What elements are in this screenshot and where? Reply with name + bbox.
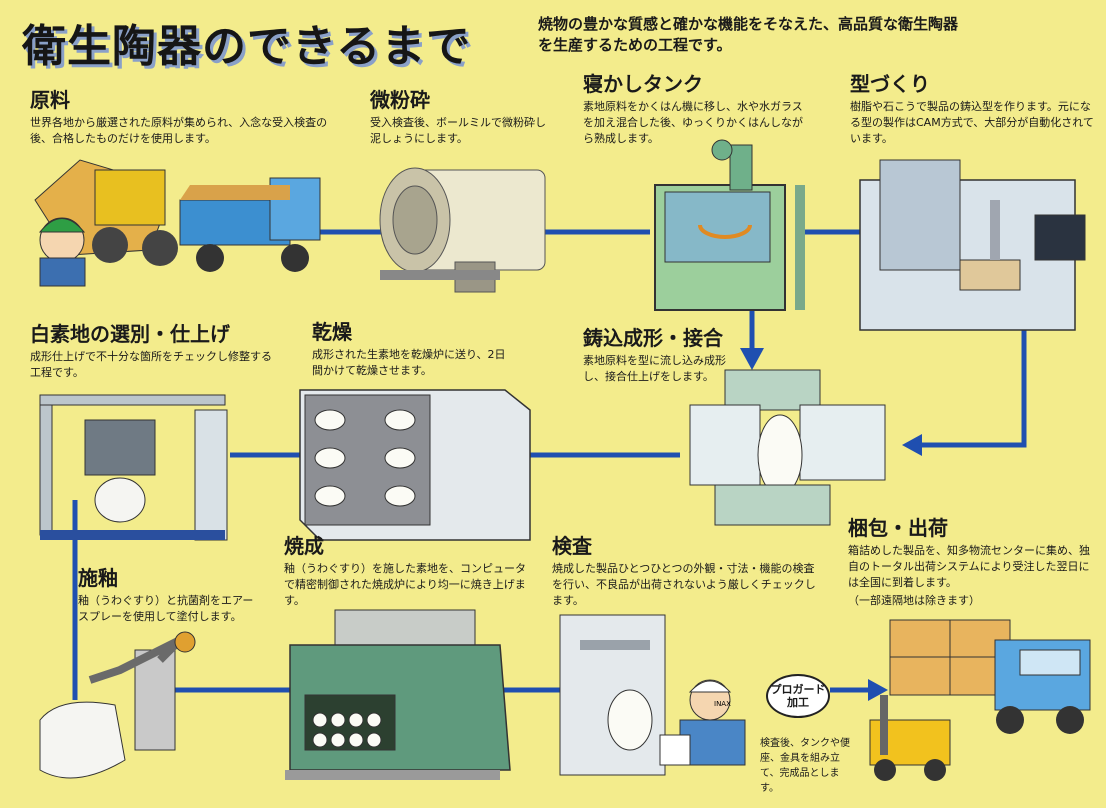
step-mold-making-title: 型づくり [850,72,930,96]
step-raw-material-text: 世界各地から厳選された原料が集められ、入念な受入検査の後、合格したものだけを使用… [30,116,328,145]
mold-making-illustration [859,159,1086,331]
page-title: 衛生陶器のできるまで [22,21,472,72]
step-casting-text: 素地原料を型に流し込み成形し、接合仕上げをします。 [583,354,726,383]
inspection-illustration: INAX [559,614,746,776]
step-casting: 鋳込成形・接合 素地原料を型に流し込み成形し、接合仕上げをします。 [583,326,743,385]
step-drying: 乾燥 成形された生素地を乾燥炉に送り、2日間かけて乾燥させます。 [312,320,507,379]
arrow-down-cast [740,348,764,370]
flow-lines [72,229,1027,700]
step-firing-title: 焼成 [284,534,324,558]
shipping-illustration [869,619,1091,781]
step-firing: 焼成 釉（うわぐすり）を施した素地を、コンピュータで精密制御された焼成炉により均… [284,534,534,609]
step-aging-tank-title: 寝かしタンク [583,72,703,96]
aging-tank-illustration [654,139,805,311]
flow-arrows [740,348,922,701]
casting-illustration [689,369,886,526]
step-select-finish: 白素地の選別・仕上げ 成形仕上げで不十分な箇所をチェックし修整する工程です。 [30,322,280,381]
step-drying-title: 乾燥 [312,320,352,344]
step-aging-tank-text: 素地原料をかくはん機に移し、水や水ガラスを加え混合した後、ゆっくりかくはんしなが… [583,100,803,145]
step-inspection-title: 検査 [552,534,592,558]
step-raw-material: 原料 世界各地から厳選された原料が集められ、入念な受入検査の後、合格したものだけ… [30,88,340,147]
proguard-sticker: プロガード加工 [766,674,830,718]
step-milling: 微粉砕 受入検査後、ボールミルで微粉砕し泥しょうにします。 [370,88,555,147]
raw-material-illustration [34,159,321,287]
arrow-left-cast [902,434,922,456]
step-glazing-title: 施釉 [78,566,118,590]
step-inspection: 検査 焼成した製品ひとつひとつの外観・寸法・機能の検査を行い、不良品が出荷されな… [552,534,817,609]
step-milling-title: 微粉砕 [370,88,430,112]
flow-line-mold-down [920,300,1027,448]
step-shipping-note: （一部遠隔地は除きます） [848,594,980,607]
ball-mill-illustration [379,167,546,293]
step-firing-text: 釉（うわぐすり）を施した素地を、コンピュータで精密制御された焼成炉により均一に焼… [284,562,526,607]
step-mold-making: 型づくり 樹脂や石こうで製品の鋳込型を作ります。元になる型の製作はCAM方式で、… [850,72,1100,147]
firing-kiln-illustration [285,609,511,780]
select-finish-illustration [39,394,228,541]
step-glazing-text: 釉（うわぐすり）と抗菌剤をエアースプレーを使用して塗付します。 [78,594,254,623]
arrow-right-ship [868,679,888,701]
glazing-robot-illustration [39,631,196,779]
step-shipping-text: 箱詰めした製品を、知多物流センターに集め、独自のトータル出荷システムにより受注し… [848,544,1090,589]
step-mold-making-text: 樹脂や石こうで製品の鋳込型を作ります。元になる型の製作はCAM方式で、大部分が自… [850,100,1094,145]
step-raw-material-title: 原料 [30,88,70,112]
step-select-finish-text: 成形仕上げで不十分な箇所をチェックし修整する工程です。 [30,350,272,379]
step-casting-title: 鋳込成形・接合 [583,326,723,350]
step-select-finish-title: 白素地の選別・仕上げ [30,322,230,346]
step-shipping-title: 梱包・出荷 [848,516,948,540]
inax-logo: INAX [714,700,731,708]
assembly-note: 検査後、タンクや便座、金具を組み立て、完成品とします。 [760,738,850,794]
step-aging-tank: 寝かしタンク 素地原料をかくはん機に移し、水や水ガラスを加え混合した後、ゆっくり… [583,72,813,147]
step-milling-text: 受入検査後、ボールミルで微粉砕し泥しょうにします。 [370,116,546,145]
step-drying-text: 成形された生素地を乾燥炉に送り、2日間かけて乾燥させます。 [312,348,506,377]
step-glazing: 施釉 釉（うわぐすり）と抗菌剤をエアースプレーを使用して塗付します。 [78,566,258,625]
step-inspection-text: 焼成した製品ひとつひとつの外観・寸法・機能の検査を行い、不良品が出荷されないよう… [552,562,816,607]
drying-oven-illustration [299,389,531,541]
page-subtitle: 焼物の豊かな質感と確かな機能をそなえた、高品質な衛生陶器を生産するための工程です… [538,15,959,54]
step-shipping: 梱包・出荷 箱詰めした製品を、知多物流センターに集め、独自のトータル出荷システム… [848,516,1098,609]
